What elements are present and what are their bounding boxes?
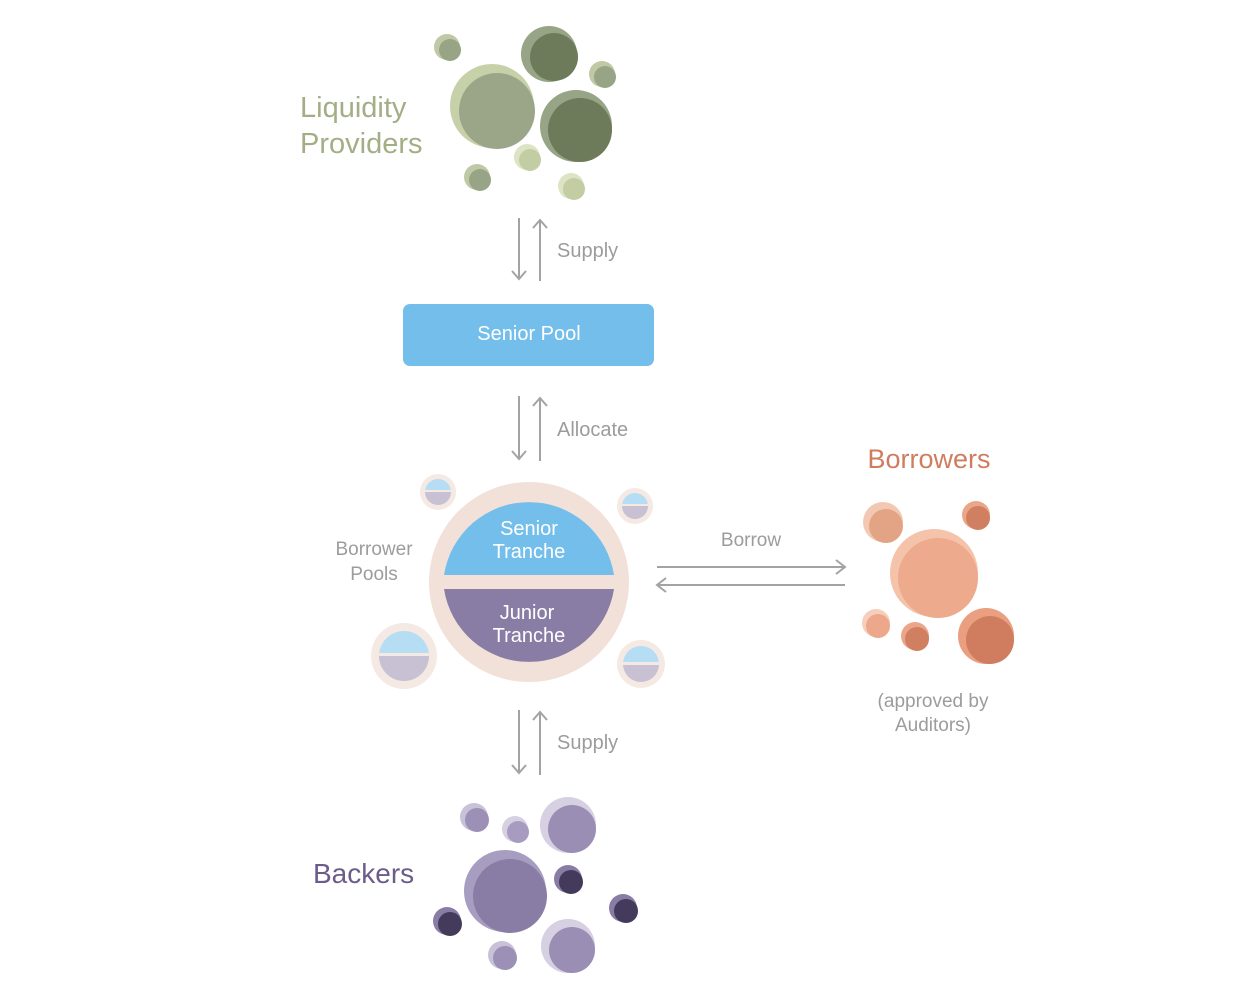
borrowers-note-line1: (approved by xyxy=(878,691,989,712)
borrower-pools-label-line1: Borrower xyxy=(335,539,413,560)
borrower-pools-label-line2: Pools xyxy=(350,564,398,585)
borrow-label: Borrow xyxy=(721,530,781,551)
top-supply-arrows xyxy=(511,218,548,281)
borrower-pool-circles xyxy=(371,474,665,689)
top-supply-label: Supply xyxy=(557,240,618,262)
junior-tranche-half xyxy=(444,589,614,662)
bottom-supply-arrows xyxy=(511,710,548,775)
senior-tranche-label-line1: Senior xyxy=(500,518,558,540)
liquidity-providers-label-line1: Liquidity xyxy=(300,92,407,124)
liquidity-providers-label-line2: Providers xyxy=(300,128,423,160)
senior-tranche-label-line2: Tranche xyxy=(493,541,566,563)
borrow-arrows xyxy=(655,559,847,593)
liquidity-providers-bubbles xyxy=(434,26,616,200)
backers-bubbles xyxy=(433,797,638,973)
junior-tranche-label-line1: Junior xyxy=(500,602,555,624)
junior-tranche-label-line2: Tranche xyxy=(493,625,566,647)
allocate-label: Allocate xyxy=(557,419,628,441)
borrowers-bubbles xyxy=(862,501,1014,664)
senior-pool-box xyxy=(403,304,654,366)
senior-tranche-half xyxy=(444,502,614,575)
borrowers-label: Borrowers xyxy=(867,444,990,474)
bottom-supply-label: Supply xyxy=(557,732,618,754)
senior-pool-label: Senior Pool xyxy=(477,323,580,345)
borrowers-note-line2: Auditors) xyxy=(895,715,971,736)
backers-label: Backers xyxy=(313,858,414,889)
tranche-circle xyxy=(429,482,629,682)
allocate-arrows xyxy=(511,396,548,461)
